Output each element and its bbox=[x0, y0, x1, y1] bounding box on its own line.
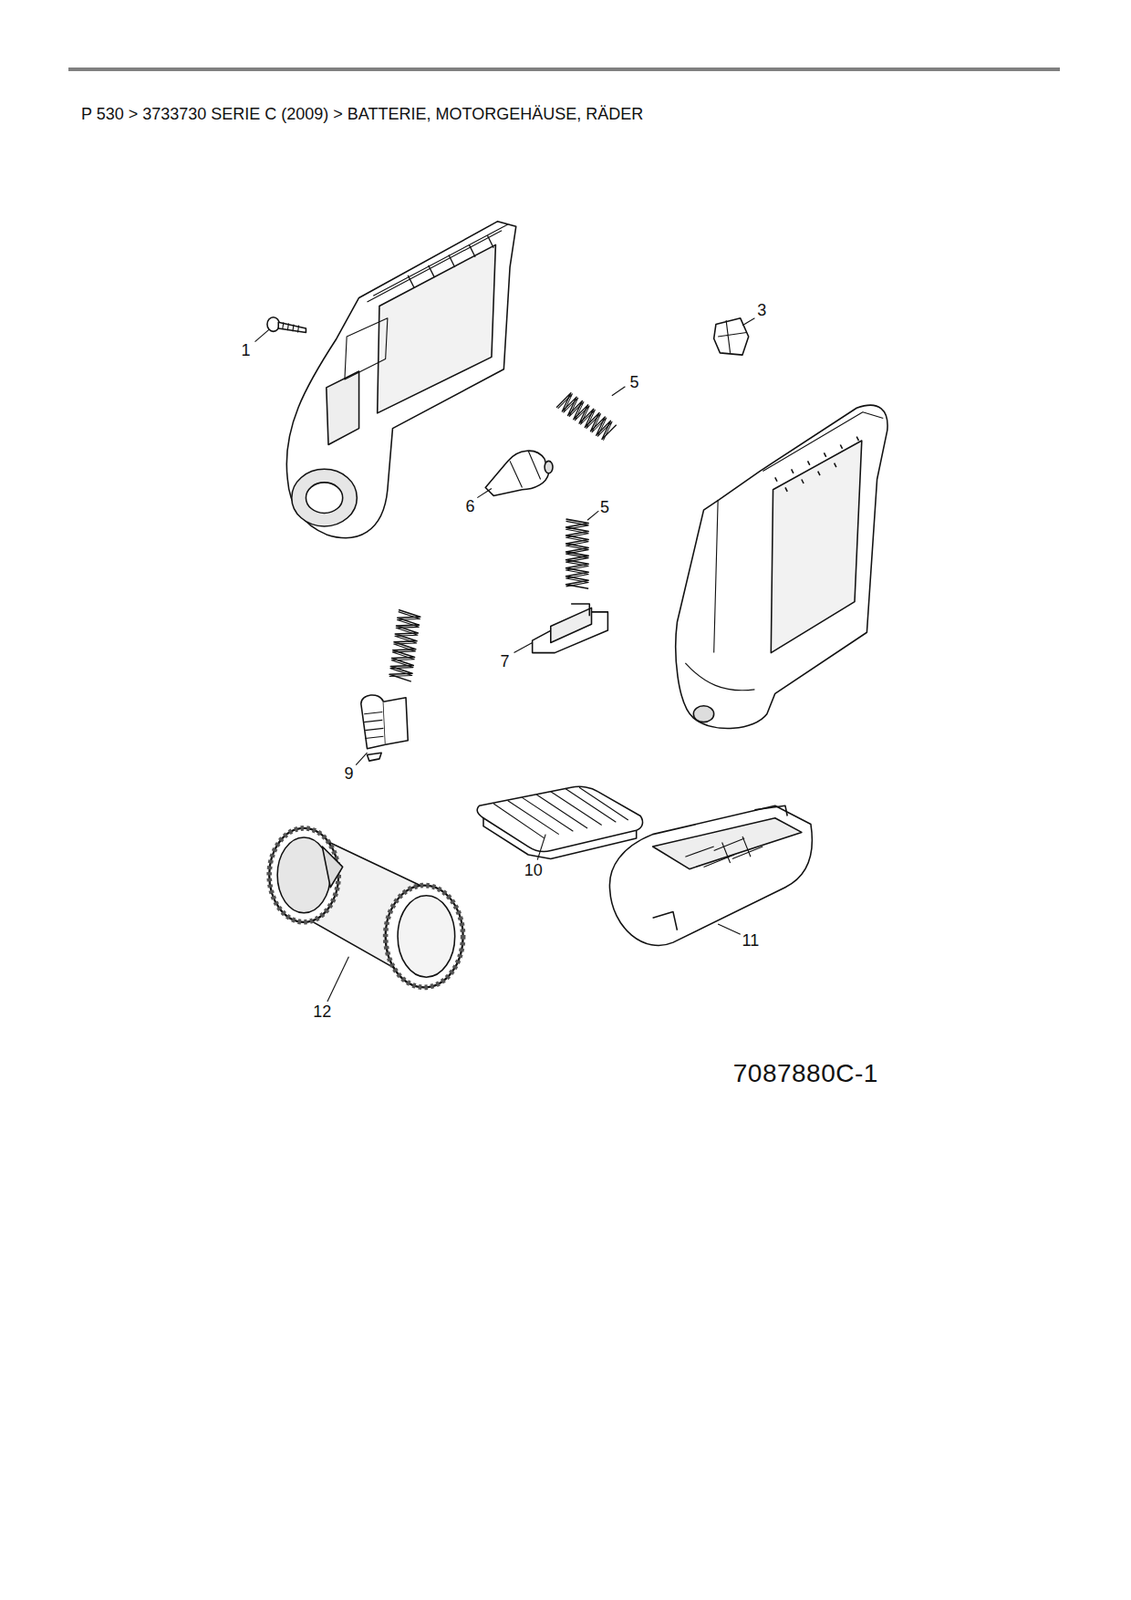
callout-number: 12 bbox=[312, 1002, 332, 1022]
callout-number: 9 bbox=[343, 763, 353, 783]
callout-number: 6 bbox=[465, 496, 475, 516]
callout-number: 11 bbox=[742, 930, 760, 950]
battery-cover bbox=[609, 805, 812, 945]
latch bbox=[532, 603, 609, 654]
clip bbox=[714, 318, 749, 355]
battery-pack bbox=[477, 786, 643, 859]
housing-left bbox=[286, 221, 516, 539]
spring bbox=[556, 391, 617, 442]
drawing-number: 7087880C-1 bbox=[733, 1058, 879, 1089]
screw bbox=[267, 317, 306, 333]
wheels bbox=[269, 828, 463, 987]
callout-number: 10 bbox=[524, 860, 543, 880]
header-rule bbox=[68, 67, 1060, 72]
callout-number: 3 bbox=[757, 300, 767, 320]
housing-right bbox=[675, 404, 888, 728]
callout-number: 1 bbox=[240, 340, 250, 360]
spring bbox=[566, 518, 590, 589]
callout-number: 5 bbox=[629, 373, 639, 393]
release-knob bbox=[485, 450, 553, 496]
leader-lines bbox=[255, 318, 756, 1002]
breadcrumb-title: P 530 > 3733730 SERIE C (2009) > BATTERI… bbox=[81, 104, 644, 125]
spring bbox=[388, 609, 421, 682]
callout-number: 7 bbox=[499, 651, 509, 671]
switch-button bbox=[361, 695, 408, 761]
callout-number: 5 bbox=[600, 497, 610, 517]
